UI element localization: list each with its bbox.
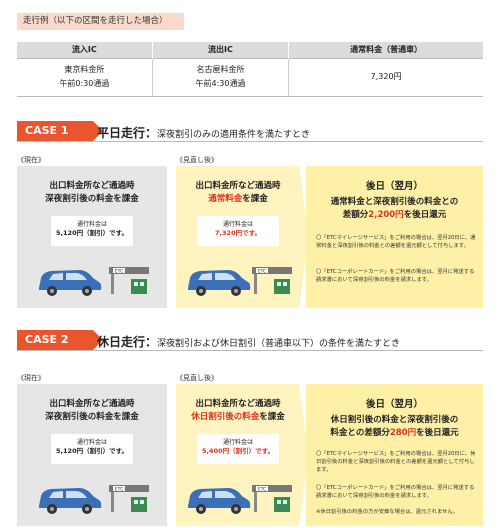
- case1-note-corporate: 〇「ETCコーポレートカード」をご利用の場合は、翌月に発送する請求書において深夜…: [316, 269, 475, 283]
- case1-title: 平日走行：深夜割引のみの適用条件を満たすとき: [97, 124, 310, 141]
- case2-later-line2-red: 280円: [389, 428, 417, 438]
- route-table-header: 流入IC 流出IC 通常料金（普通車）: [17, 42, 483, 58]
- case1-new-label: 《見直し後》: [176, 156, 218, 164]
- case1-new-fare-value: 7,320円です。: [215, 229, 261, 237]
- chevron-right-icon: [299, 384, 309, 526]
- car-icon: [39, 488, 102, 514]
- case2-now-label: 《現在》: [17, 374, 45, 382]
- toll-gate-icon: ETC: [109, 267, 149, 294]
- case1-later-line2: 差額分2,200円を後日還元: [314, 209, 475, 222]
- case1-new-line2-red: 通常料金: [208, 194, 243, 204]
- toll-gate-icon: ETC: [252, 485, 292, 512]
- case1-now-label: 《現在》: [17, 156, 45, 164]
- case1-now-line2: 深夜割引後の料金を課金: [45, 194, 139, 204]
- case2-later-line2-post: を後日還元: [416, 428, 459, 438]
- case1-now-fare-value: 5,120円（割引）です。: [56, 229, 128, 237]
- case1-later-line2-red: 2,200円: [368, 210, 404, 220]
- case1-divider: [17, 141, 483, 142]
- gate-sign: ETC: [258, 268, 266, 274]
- case2-now-fare-value: 5,120円（割引）です。: [56, 447, 128, 455]
- case2-later-line2-pre: 料金との差額分: [330, 428, 390, 438]
- case2-new-headline: 出口料金所など通過時 休日割引後の料金を課金: [176, 398, 300, 424]
- case1-new-line2: 通常料金を課金: [176, 193, 300, 206]
- case2-new-fare-value: 5,400円（割引）です。: [202, 447, 274, 455]
- case2-new-fare-label: 通行料金は: [222, 439, 253, 446]
- case2-current-panel: 出口料金所など通過時 深夜割引後の料金を課金 通行料金は 5,120円（割引）で…: [17, 384, 167, 526]
- case1-later-panel: 後日（翌月） 通常料金と深夜割引後の料金との 差額分2,200円を後日還元 〇「…: [306, 166, 483, 308]
- case1-title-bold: 平日走行：: [97, 126, 158, 140]
- case1-new-headline: 出口料金所など通過時 通常料金を課金: [176, 180, 300, 206]
- entry-ic: 東京料金所: [64, 65, 105, 74]
- case1-new-line2-rest: を課金: [242, 194, 268, 204]
- gate-sign: ETC: [115, 486, 123, 492]
- case2-badge: CASE 2: [17, 330, 103, 350]
- gate-sign: ETC: [115, 268, 123, 274]
- case1-later-line1: 通常料金と深夜割引後の料金との: [330, 197, 459, 207]
- case1-new-fare-box: 通行料金は 7,320円です。: [197, 216, 279, 246]
- case2-now-line1: 出口料金所など通過時: [49, 399, 135, 409]
- entry-cell: 東京料金所 午前0:30通過: [17, 58, 153, 97]
- case2-new-label: 《見直し後》: [176, 374, 218, 382]
- toll-gate-icon: ETC: [252, 267, 292, 294]
- case1-later-line2-pre: 差額分: [342, 210, 369, 220]
- case1-now-fare-box: 通行料金は 5,120円（割引）です。: [51, 216, 133, 246]
- case1-now-headline: 出口料金所など通過時 深夜割引後の料金を課金: [17, 180, 167, 206]
- chevron-right-icon: [299, 166, 309, 308]
- header-exit-ic: 流出IC: [152, 42, 290, 58]
- case2-new-panel: 出口料金所など通過時 休日割引後の料金を課金 通行料金は 5,400円（割引）で…: [176, 384, 300, 526]
- case2-note-mileage: 〇「ETCマイレージサービス」をご利用の場合は、翌月20日に、休日割引後の料金と…: [316, 451, 476, 473]
- case1-current-panel: 出口料金所など通過時 深夜割引後の料金を課金 通行料金は 5,120円（割引）で…: [17, 166, 167, 308]
- case1-later-line2-post: を後日還元: [403, 210, 447, 220]
- case2-divider: [17, 350, 483, 351]
- car-icon: [188, 270, 251, 296]
- case2-note-corporate: 〇「ETCコーポレートカード」をご利用の場合は、翌月に発送する請求書において深夜…: [316, 485, 475, 499]
- case2-later-panel: 後日（翌月） 休日割引後の料金と深夜割引後の 料金との差額分280円を後日還元 …: [306, 384, 483, 526]
- case2-now-line2: 深夜割引後の料金を課金: [45, 412, 139, 422]
- example-tag: 走行例（以下の区間を走行した場合）: [17, 13, 184, 30]
- case1-title-sub: 深夜割引のみの適用条件を満たすとき: [157, 130, 311, 140]
- case2-later-main: 休日割引後の料金と深夜割引後の 料金との差額分280円を後日還元: [314, 414, 475, 440]
- case2-later-line1: 休日割引後の料金と深夜割引後の: [330, 415, 459, 425]
- header-entry-ic: 流入IC: [17, 42, 153, 58]
- entry-time: 午前0:30通過: [59, 79, 110, 88]
- toll-gate-icon: ETC: [109, 485, 149, 512]
- case2-later-line2: 料金との差額分280円を後日還元: [314, 427, 475, 440]
- route-table: 流入IC 流出IC 通常料金（普通車） 東京料金所 午前0:30通過 名古屋料金…: [17, 42, 483, 97]
- case1-now-line1: 出口料金所など通過時: [49, 181, 135, 191]
- case2-later-head: 後日（翌月）: [365, 399, 423, 410]
- case1-later-head: 後日（翌月）: [365, 181, 423, 192]
- case2-title-sub: 深夜割引および休日割引（普通車以下）の条件を満たすとき: [157, 339, 401, 349]
- case2-new-line2-red: 休日割引後の料金: [191, 412, 260, 422]
- case2-new-line2-rest: を課金: [259, 412, 285, 422]
- exit-cell: 名古屋料金所 午前4:30通過: [152, 58, 290, 97]
- case1-note-mileage: 〇「ETCマイレージサービス」をご利用の場合は、翌月20日に、通常料金と深夜割引…: [316, 235, 476, 249]
- case2-now-fare-box: 通行料金は 5,120円（割引）です。: [51, 434, 133, 464]
- route-table-row: 東京料金所 午前0:30通過 名古屋料金所 午前4:30通過 7,320円: [17, 58, 483, 97]
- case2-new-fare-box: 通行料金は 5,400円（割引）です。: [197, 434, 279, 464]
- case2-title-bold: 休日走行：: [97, 335, 158, 349]
- case1-now-fare-label: 通行料金は: [76, 221, 107, 228]
- case1-new-panel: 出口料金所など通過時 通常料金を課金 通行料金は 7,320円です。 ETC: [176, 166, 300, 308]
- normal-fare: 7,320円: [288, 58, 483, 97]
- exit-ic: 名古屋料金所: [196, 65, 245, 74]
- case2-new-line2: 休日割引後の料金を課金: [176, 411, 300, 424]
- case2-now-fare-label: 通行料金は: [76, 439, 107, 446]
- case2-now-headline: 出口料金所など通過時 深夜割引後の料金を課金: [17, 398, 167, 424]
- case2-note-exception: ※休日割引後の料金の方が安価な場合は、還元されません。: [316, 509, 458, 515]
- header-normal-fare: 通常料金（普通車）: [288, 42, 483, 58]
- case1-new-line1: 出口料金所など通過時: [195, 181, 281, 191]
- case2-title: 休日走行：深夜割引および休日割引（普通車以下）の条件を満たすとき: [97, 333, 400, 350]
- gate-sign: ETC: [258, 486, 266, 492]
- exit-time: 午前4:30通過: [195, 79, 246, 88]
- case1-new-fare-label: 通行料金は: [222, 221, 253, 228]
- car-icon: [39, 270, 102, 296]
- case2-new-line1: 出口料金所など通過時: [195, 399, 281, 409]
- car-icon: [188, 488, 251, 514]
- case1-later-main: 通常料金と深夜割引後の料金との 差額分2,200円を後日還元: [314, 196, 475, 222]
- case1-badge: CASE 1: [17, 121, 103, 141]
